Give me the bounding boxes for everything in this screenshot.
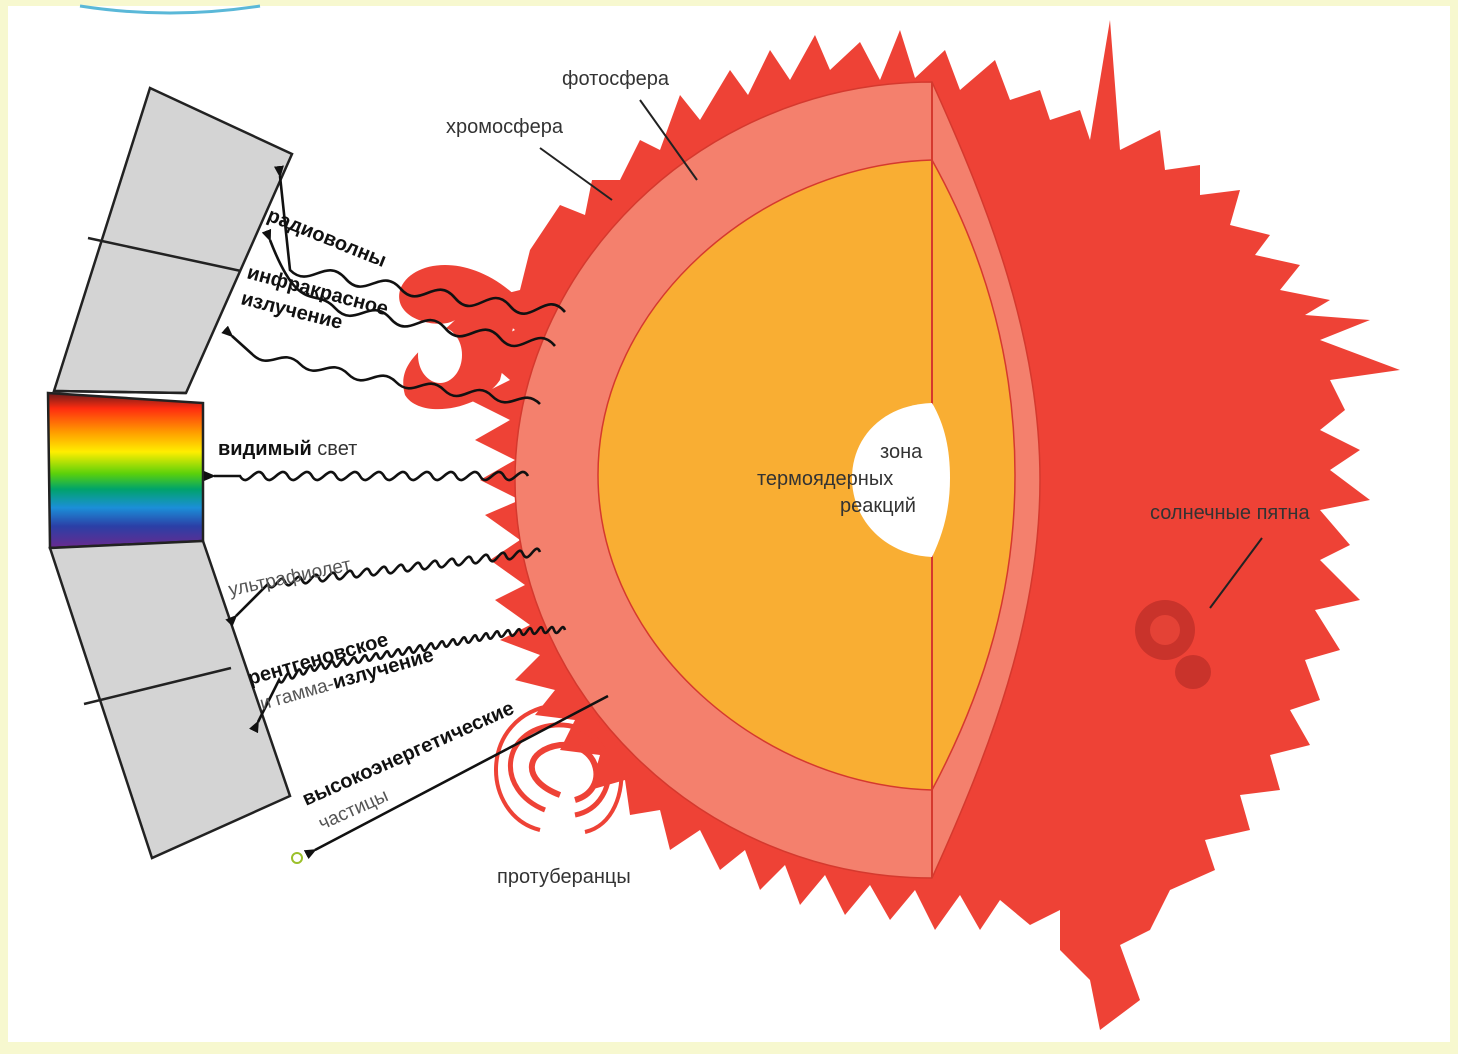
prominence-arc-3 [494, 702, 624, 834]
label-visible-bold: видимый [218, 438, 312, 460]
sunspot-large-center [1150, 615, 1180, 645]
wave-ultraviolet [225, 547, 542, 627]
wave-xray [249, 625, 567, 734]
label-zone-line2: термоядерных [757, 468, 893, 490]
flare-hole [418, 327, 462, 383]
radiation-waves [204, 165, 609, 864]
label-chromosphere: хромосфера [446, 116, 564, 138]
wave-radio-2 [261, 228, 556, 348]
fusion-zone [852, 403, 950, 557]
core-layer [597, 159, 1016, 791]
wave-infrared [221, 325, 541, 405]
label-visible-rest: свет [312, 438, 358, 460]
top-arc-decoration [79, 4, 261, 15]
label-sunspots: солнечные пятна [1150, 502, 1310, 524]
label-zone-line1: зона [880, 441, 923, 463]
chromosphere-leader [539, 147, 613, 201]
sun-cutaway [514, 81, 1041, 879]
label-prominences: протуберанцы [497, 866, 631, 888]
panel-divider-2 [83, 666, 232, 706]
particle-dot [291, 852, 303, 864]
prominence-arc-1 [528, 741, 600, 803]
wave-visible [204, 470, 530, 482]
panel-divider-1 [87, 236, 242, 273]
sunspots-leader [1209, 537, 1263, 609]
label-visible: видимый свет [218, 438, 357, 460]
sunspot-small [1175, 655, 1211, 689]
particles-arrow [303, 694, 609, 860]
label-zone-line3: реакций [840, 495, 916, 517]
label-photosphere: фотосфера [562, 68, 670, 90]
panel-edge [53, 389, 187, 395]
visible-spectrum-band [46, 391, 205, 550]
photosphere-leader [639, 99, 698, 181]
wave-radio-1 [273, 165, 566, 315]
